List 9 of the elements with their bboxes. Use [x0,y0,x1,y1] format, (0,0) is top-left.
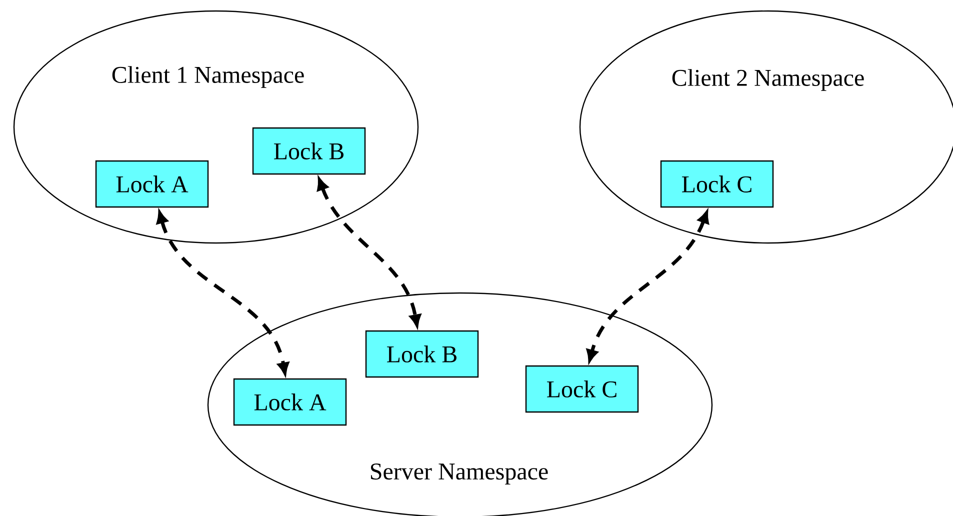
namespace-heading: Client 1 Namespace [112,66,304,88]
namespace-heading: Client 2 Namespace [672,69,864,91]
lock-box: Lock C [525,365,639,413]
lock-box: Lock B [365,330,479,378]
lock-box: Lock B [252,127,366,175]
lock-box: Lock A [233,378,347,426]
lock-box: Lock C [660,160,774,208]
namespace-heading: Server Namespace [371,464,548,484]
lock-box: Lock A [95,160,209,208]
